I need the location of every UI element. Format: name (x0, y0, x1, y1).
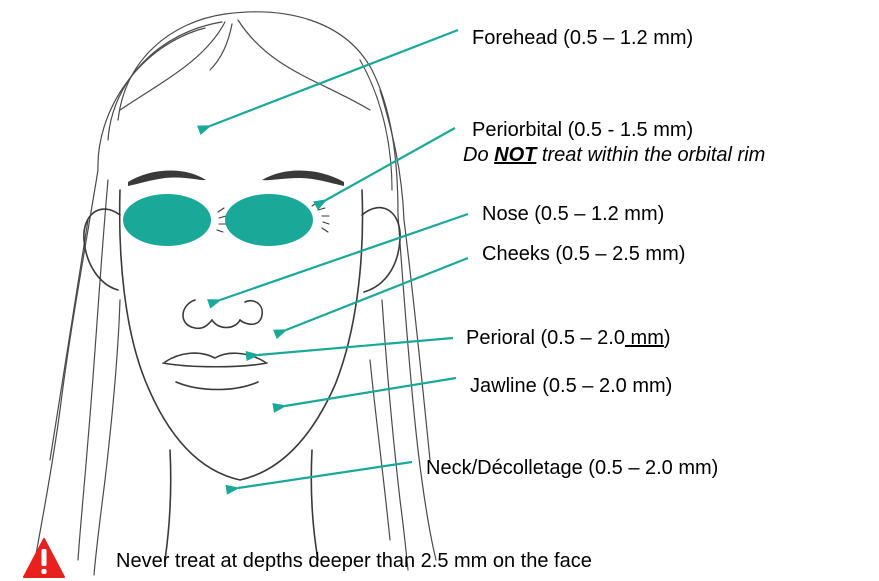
label-periorbital: Periorbital (0.5 - 1.5 mm) (472, 118, 693, 142)
label-neck: Neck/Décolletage (0.5 – 2.0 mm) (426, 456, 718, 480)
arrow-neck (238, 462, 412, 488)
label-nose: Nose (0.5 – 1.2 mm) (482, 202, 664, 226)
arrow-forehead (210, 30, 458, 126)
arrow-jawline (285, 378, 456, 406)
arrow-perioral (258, 338, 453, 355)
zone-arrows (210, 30, 468, 488)
label-forehead: Forehead (0.5 – 1.2 mm) (472, 26, 693, 50)
perioral-label-main: Perioral (0.5 – 2.0 (466, 327, 625, 349)
footer-warning-text: Never treat at depths deeper than 2.5 mm… (116, 549, 592, 573)
label-perioral: Perioral (0.5 – 2.0 mm) (466, 326, 671, 350)
arrow-periorbital (326, 128, 455, 200)
periorbital-warning: Do NOT treat within the orbital rim (463, 143, 765, 167)
eyebrows (128, 170, 344, 186)
periorbital-warning-emphasis: NOT (494, 144, 536, 166)
right-eye-zone (225, 194, 313, 246)
periorbital-warning-suffix: treat within the orbital rim (536, 144, 765, 166)
warning-triangle-icon (22, 537, 66, 579)
left-eye-zone (123, 194, 211, 246)
label-jawline: Jawline (0.5 – 2.0 mm) (470, 374, 672, 398)
perioral-label-unit: mm (625, 327, 664, 349)
nose-drawing (183, 300, 262, 328)
face-outline (84, 190, 400, 560)
mouth-drawing (163, 353, 267, 389)
perioral-label-end: ) (664, 327, 671, 349)
periorbital-warning-prefix: Do (463, 144, 494, 166)
label-cheeks: Cheeks (0.5 – 2.5 mm) (482, 242, 685, 266)
